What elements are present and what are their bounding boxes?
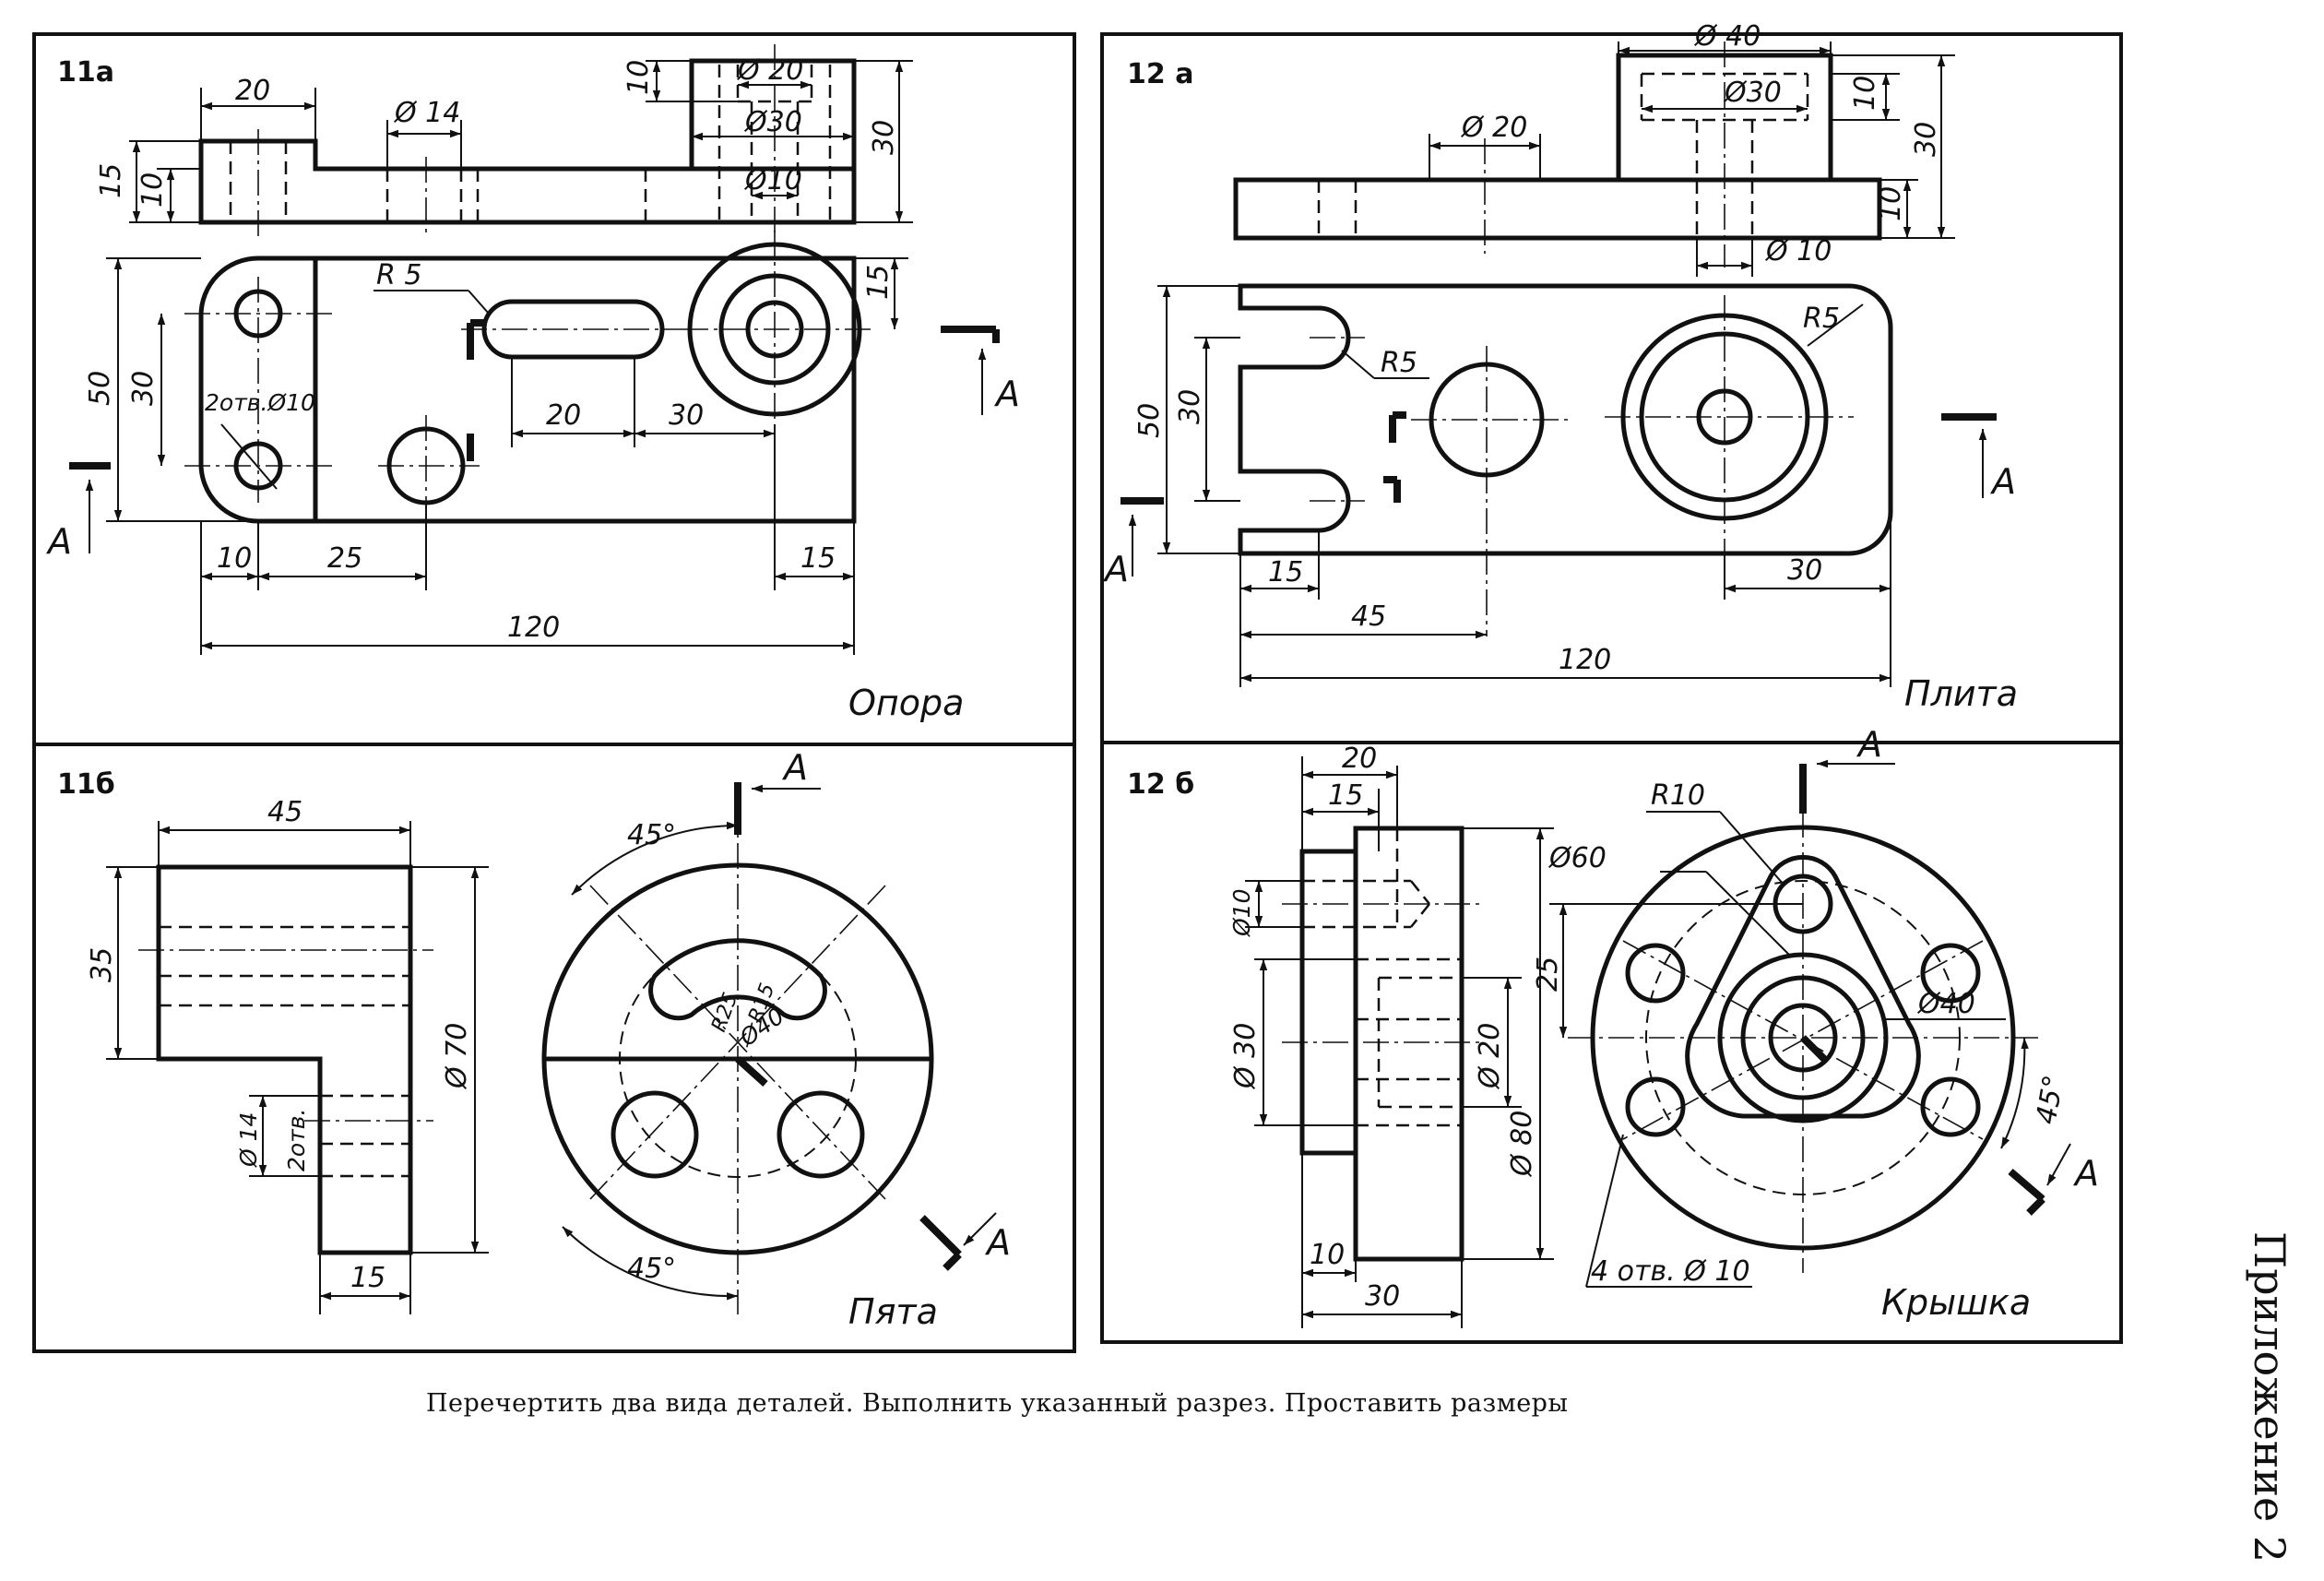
dimension-label: 10 (217, 542, 252, 575)
dimension-label: 20 (1342, 743, 1377, 775)
dimension-label: R5 (1803, 303, 1840, 335)
dimension-label: Ø 20 (1474, 1023, 1506, 1090)
dimension-label: 10 (1310, 1239, 1345, 1271)
dimension-label: Ø 30 (1229, 1023, 1262, 1090)
dimension-label: 10 (136, 172, 169, 208)
dimension-label: 30 (1910, 122, 1942, 157)
part-name: Опора (848, 683, 964, 723)
part-name: Пята (848, 1291, 938, 1332)
panel-12a: 12 а (1102, 20, 2018, 714)
dimension-label: 120 (507, 612, 560, 644)
dimension-label: Ø40 (1916, 988, 1975, 1020)
dimension-label: 50 (1133, 403, 1166, 438)
front-view (1233, 42, 1882, 267)
dimension-label: Ø 10 (1764, 235, 1832, 267)
dimension-label: 35 (86, 947, 118, 982)
dimension-label: A (984, 1222, 1011, 1263)
dimension-label: 30 (868, 120, 900, 155)
dimension-label: 10 (1875, 186, 1907, 221)
appendix-label: Приложение 2 (2245, 1231, 2294, 1563)
dimension-label: R10 (1651, 779, 1705, 812)
front-view (138, 864, 433, 1255)
dimension-label: 30 (669, 399, 704, 432)
dimension-label: 10 (1849, 76, 1881, 111)
frame-12a (1100, 32, 2123, 744)
dimension-label: 30 (127, 371, 160, 406)
dimensions: 20 15 Ø10 Ø 30 Ø 20 Ø 80 10 (1228, 724, 2099, 1328)
dimension-label: 15 (800, 542, 836, 575)
dimension-label: 45 (1351, 600, 1386, 633)
dimension-label: 45° (627, 1253, 676, 1285)
panel-id: 12 б (1127, 768, 1194, 801)
dimension-label: Ø 14 (393, 97, 460, 129)
dimension-label: 45° (2030, 1073, 2070, 1126)
dimension-label: 15 (1328, 779, 1363, 812)
dimension-label: 30 (1365, 1280, 1400, 1313)
dimension-label: Ø 70 (441, 1023, 473, 1090)
dimension-label: 20 (546, 399, 581, 432)
dimension-label: 30 (1787, 554, 1822, 587)
dimension-label: Ø 80 (1506, 1111, 1538, 1178)
dimension-label: Ø 20 (736, 54, 803, 87)
panel-frames (32, 32, 2123, 1353)
dimension-label: Ø30 (1723, 77, 1782, 109)
dimension-label: 15 (1268, 556, 1303, 588)
dimension-label: 25 (327, 542, 362, 575)
dimension-label: Ø30 (743, 106, 802, 138)
dimension-label: 2отв.Ø10 (205, 389, 315, 416)
panel-id: 11б (57, 768, 115, 801)
dimension-label: 10 (622, 60, 655, 95)
panel-12b: 12 б (1127, 724, 2099, 1328)
dimension-label: A (781, 747, 808, 788)
dimension-label: Ø 20 (1460, 112, 1527, 144)
dimensions: 20 Ø 14 10 Ø 20 Ø30 30 Ø10 15 (45, 54, 1020, 655)
panel-id: 12 а (1127, 58, 1193, 90)
dimension-label: A (993, 374, 1020, 414)
dimension-label: Ø10 (1228, 889, 1255, 938)
dimension-label: 25 (1532, 957, 1564, 992)
dimension-label: Ø60 (1547, 842, 1607, 874)
dimension-label: 45 (267, 796, 302, 828)
dimension-label: A (2072, 1153, 2099, 1194)
top-view (1568, 764, 2045, 1273)
top-view (1120, 283, 1997, 636)
dimension-label: 30 (1174, 389, 1206, 424)
dimension-label: 15 (95, 163, 127, 198)
part-name: Плита (1904, 673, 2018, 714)
dimension-label: A (1102, 549, 1129, 589)
dimension-label: 120 (1559, 644, 1611, 676)
dimension-label: 4 отв. Ø 10 (1591, 1255, 1750, 1288)
part-name: Крышка (1881, 1282, 2031, 1323)
dimension-label: Ø 40 (1693, 20, 1761, 53)
sheet-caption: Перечертить два вида деталей. Выполнить … (426, 1389, 1568, 1418)
top-view (541, 782, 962, 1314)
dimension-label: 50 (84, 371, 116, 406)
top-view (69, 231, 1000, 524)
panel-11a: 11а (45, 44, 1020, 723)
front-view (1282, 826, 1485, 1262)
dimension-label: 45° (627, 819, 676, 851)
dimension-label: A (45, 521, 72, 562)
dimension-label: 20 (235, 75, 270, 107)
dimension-label: 2отв. (283, 1109, 310, 1171)
dimension-label: 15 (862, 265, 895, 300)
panel-11b: 11б (57, 747, 1011, 1332)
frame-11b (32, 743, 1076, 1353)
dimensions: Ø 40 Ø30 10 30 10 Ø 20 Ø 10 R5 (1102, 20, 2016, 687)
dimension-label: Ø10 (743, 164, 802, 196)
dimension-label: A (1856, 724, 1882, 765)
panel-id: 11а (57, 56, 114, 89)
dimension-label: 15 (350, 1262, 385, 1294)
dimension-label: A (1989, 461, 2016, 502)
dimension-label: R 5 (376, 259, 421, 291)
dimension-label: Ø 14 (235, 1112, 262, 1168)
frame-12b (1100, 741, 2123, 1344)
dimension-label: R5 (1381, 347, 1417, 379)
